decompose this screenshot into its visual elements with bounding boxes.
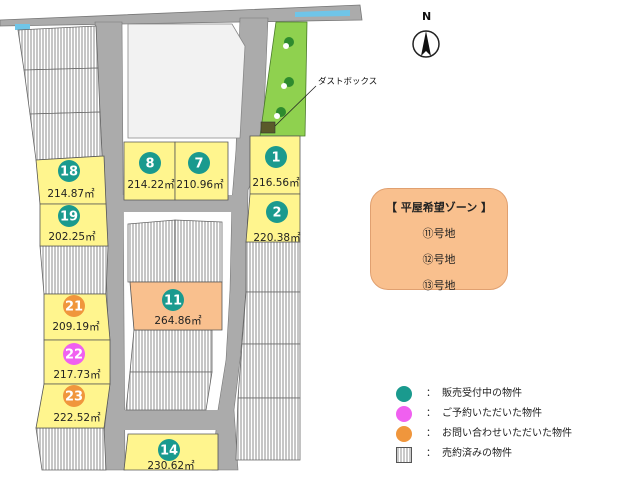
legend-colon: ：: [426, 428, 436, 439]
legend-label: ご予約いただいた物件: [442, 408, 542, 419]
lot-23-area: 222.52㎡: [53, 412, 101, 424]
one-storey-zone-box: 【 平屋希望ゾーン 】 ⑪号地 ⑫号地 ⑬号地: [370, 188, 508, 292]
lot-14-number: 14: [160, 444, 178, 459]
zone-item: ⑬号地: [422, 279, 456, 292]
lot-2-status-marker: [266, 201, 288, 223]
lot-18-number: 18: [60, 165, 78, 180]
legend-row: ： お問い合わせいただいた物件: [396, 426, 626, 446]
north-label: N: [422, 10, 431, 23]
dust-box-label: ダストボックス: [318, 76, 377, 87]
lot-2-number: 2: [272, 206, 281, 221]
legend-colon: ：: [426, 448, 436, 459]
legend-row: ： 売約済みの物件: [396, 446, 626, 466]
lot-11-status-marker: [162, 289, 184, 311]
lot-21-number: 21: [65, 300, 83, 315]
lot-14-status-marker: [158, 439, 180, 461]
lot-19-area: 202.25㎡: [48, 231, 96, 243]
lot-2-area: 220.38㎡: [253, 232, 301, 244]
legend-colon: ：: [426, 408, 436, 419]
lot-7-status-marker: [188, 152, 210, 174]
sold-lots: [17, 25, 301, 471]
lot-7-number: 7: [194, 157, 203, 172]
park-strip: [259, 21, 308, 137]
legend-label: お問い合わせいただいた物件: [442, 428, 572, 439]
lot-19-number: 19: [60, 210, 78, 225]
legend-colon: ：: [426, 388, 436, 399]
lot-19-status-marker: [58, 205, 80, 227]
zone-item: ⑫号地: [422, 253, 456, 266]
legend-row: ： 販売受付中の物件: [396, 386, 626, 406]
lot-22-status-marker: [63, 343, 85, 365]
lot-18-status-marker: [58, 160, 80, 182]
lot-11-area: 264.86㎡: [154, 315, 202, 327]
dust-box: [260, 121, 276, 134]
lot-22-number: 22: [65, 348, 83, 363]
lot-8-number: 8: [145, 157, 154, 172]
north-arrow: N: [412, 10, 440, 58]
lot-18-area: 214.87㎡: [47, 188, 95, 200]
pink-dot-icon: [396, 406, 412, 422]
lot-1-status-marker: [265, 146, 287, 168]
legend-label: 売約済みの物件: [442, 448, 512, 459]
lot-23-number: 23: [65, 390, 83, 405]
sold-hatch-icon: [396, 447, 412, 463]
legend-row: ： ご予約いただいた物件: [396, 406, 626, 426]
lot-1-number: 1: [271, 151, 280, 166]
lot-22-area: 217.73㎡: [53, 369, 101, 381]
orange-dot-icon: [396, 426, 412, 442]
zone-title: 【 平屋希望ゾーン 】: [385, 201, 493, 214]
lot-8-area: 214.22㎡: [127, 179, 175, 191]
reserved-block: [127, 23, 246, 139]
teal-dot-icon: [396, 386, 412, 402]
legend-label: 販売受付中の物件: [442, 388, 522, 399]
lot-8-status-marker: [139, 152, 161, 174]
lot-14-area: 230.62㎡: [147, 460, 195, 472]
lot-1-area: 216.56㎡: [252, 177, 300, 189]
lot-21-area: 209.19㎡: [52, 321, 100, 333]
lot-23-status-marker: [63, 385, 85, 407]
lot-21-status-marker: [63, 295, 85, 317]
lot-11-number: 11: [164, 294, 182, 309]
lot-7-area: 210.96㎡: [176, 179, 224, 191]
legend: ： 販売受付中の物件 ： ご予約いただいた物件 ： お問い合わせいただいた物件 …: [396, 386, 626, 466]
lot-labels: 1 216.56㎡ 2 220.38㎡ 7 210.96㎡ 8 214.22㎡ 11 264.86…: [47, 146, 301, 472]
zone-item: ⑪号地: [422, 227, 456, 240]
